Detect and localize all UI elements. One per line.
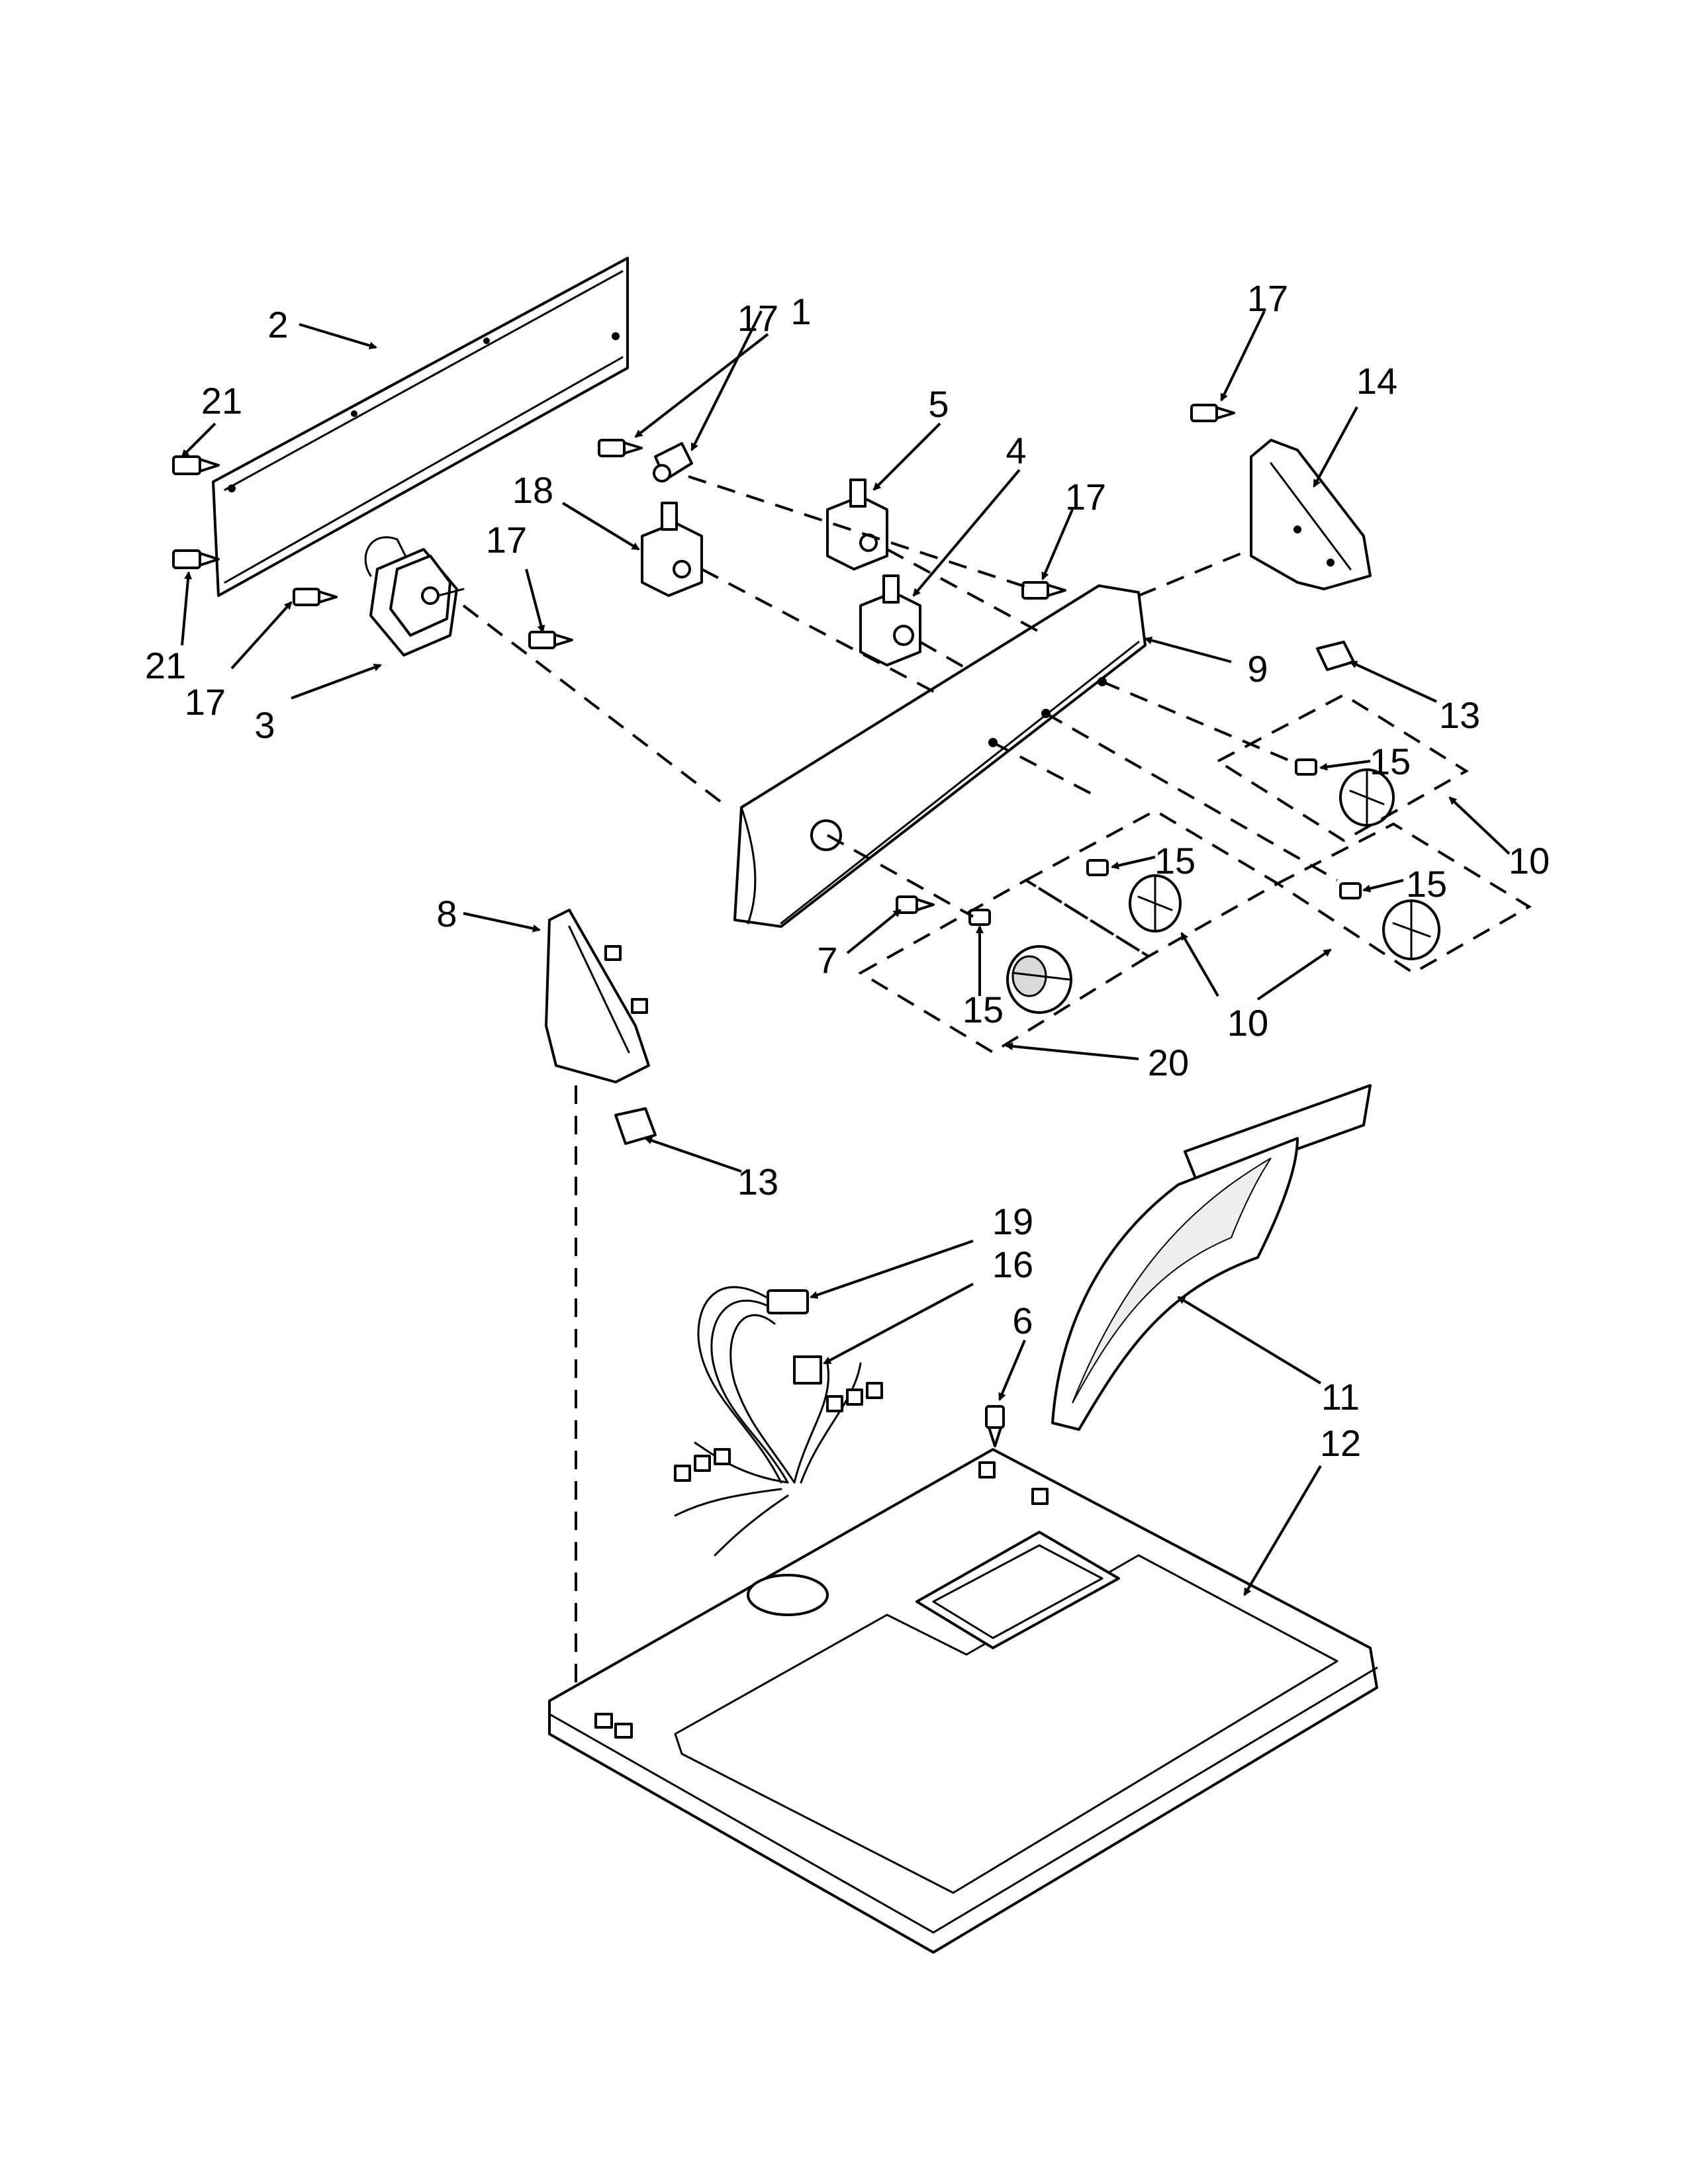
part-clip-13-lower: [614, 1107, 657, 1145]
callout-20: 20: [1148, 1042, 1189, 1083]
part-top-panel: [548, 1448, 1378, 1954]
part-console: [733, 584, 1147, 928]
callout-15-b: 15: [1154, 840, 1196, 882]
callout-1: 1: [790, 291, 811, 332]
assembly-lines: [462, 475, 1338, 1701]
callout-4: 4: [1006, 430, 1026, 471]
part-switch-5: [826, 478, 888, 570]
part-screw-21-upper: [172, 455, 220, 475]
callout-7: 7: [817, 939, 837, 981]
dashed-group-knob-20: [858, 878, 1151, 1054]
part-knob-10-a: [1129, 874, 1182, 933]
callout-16: 16: [992, 1244, 1033, 1285]
callout-2: 2: [267, 304, 288, 345]
part-end-cap-left: [545, 909, 650, 1083]
part-timer: [364, 536, 465, 657]
part-screw-17-c: [598, 439, 643, 457]
callout-17-c: 17: [1065, 476, 1106, 518]
callout-6: 6: [1012, 1300, 1033, 1342]
callout-10-a: 10: [1509, 840, 1550, 882]
callout-17-top: 17: [737, 297, 778, 339]
callout-17-b: 17: [1247, 277, 1288, 319]
part-clip-13-upper: [1316, 641, 1355, 671]
part-lint-screen: [1051, 1084, 1372, 1431]
callout-8: 8: [436, 893, 457, 934]
part-knob-10-b: [1339, 768, 1395, 827]
callout-21-b: 21: [145, 645, 186, 686]
part-insert-15-b: [1086, 859, 1109, 876]
part-bracket: [653, 442, 693, 482]
callout-15-c: 15: [1406, 863, 1447, 905]
callout-14: 14: [1356, 360, 1397, 402]
callout-12: 12: [1320, 1422, 1361, 1464]
callout-10-lower: 10: [1227, 1002, 1268, 1044]
dashed-group-knob-10-b: [1215, 693, 1469, 842]
callout-10-b: 10: [1227, 1002, 1268, 1044]
callout-15-d: 15: [962, 989, 1004, 1030]
part-screw-17-b: [528, 631, 573, 649]
part-knob-10-c: [1382, 899, 1440, 960]
dashed-group-knob-10-c: [1275, 822, 1532, 975]
callout-labels: 1 2 3 4 5 6 7 8 9 10 10 10 11 12 13 13 1…: [145, 277, 1550, 1464]
part-screw-6: [985, 1405, 1005, 1447]
part-screw-21-lower: [172, 549, 220, 569]
part-screw-17-d: [1021, 581, 1066, 600]
part-end-cap-right: [1250, 439, 1372, 590]
callout-11: 11: [1321, 1376, 1360, 1418]
callout-13-b: 13: [737, 1161, 778, 1203]
part-screw-17-e: [1190, 404, 1235, 422]
callout-5: 5: [928, 383, 949, 425]
callout-17-d: 17: [486, 519, 527, 561]
part-wire-harness: [674, 1286, 883, 1557]
part-switch-18: [641, 502, 703, 597]
callout-15-a: 15: [1370, 741, 1411, 782]
part-insert-15-a: [968, 909, 991, 926]
part-insert-15-d: [1339, 882, 1362, 899]
callout-17-e: 17: [185, 681, 226, 723]
callout-19: 19: [992, 1201, 1033, 1242]
part-insert-15-c: [1295, 758, 1317, 776]
callout-3: 3: [254, 704, 275, 746]
part-knob-20: [1006, 945, 1072, 1014]
leader-arrows: [181, 310, 1511, 1596]
part-screw-7: [896, 895, 935, 914]
part-screw-17-a: [293, 588, 338, 606]
callout-21-a: 21: [201, 380, 242, 422]
callout-9: 9: [1247, 648, 1268, 690]
callout-18: 18: [512, 469, 553, 511]
part-switch-4: [859, 574, 921, 666]
callout-13-a: 13: [1439, 694, 1480, 736]
